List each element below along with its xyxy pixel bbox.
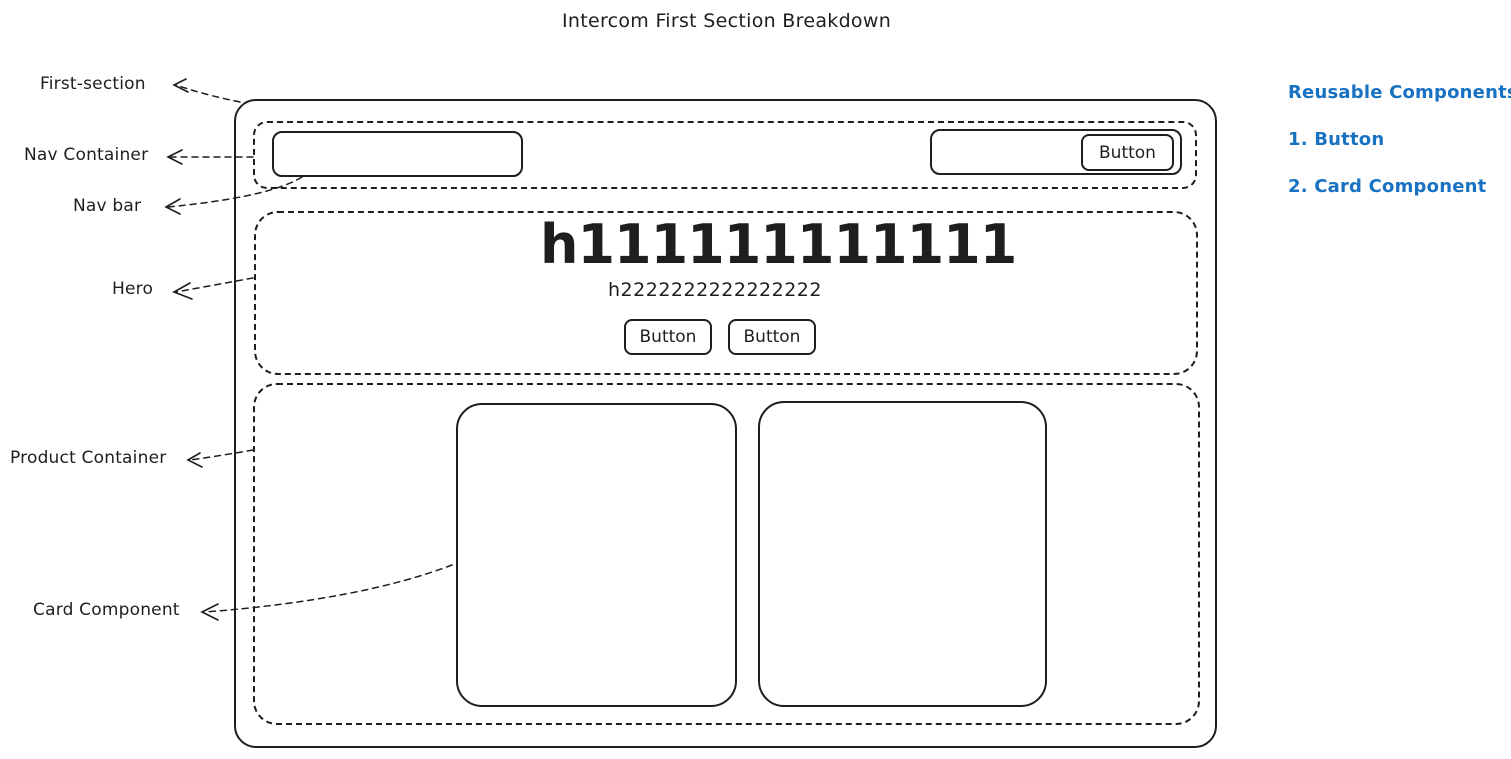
nav-bar-left-box xyxy=(272,131,523,177)
first-section-frame xyxy=(234,99,1217,748)
arrowhead-first-section xyxy=(172,78,189,93)
label-product-container: Product Container xyxy=(10,448,167,468)
diagram-title: Intercom First Section Breakdown xyxy=(561,10,892,32)
arrow-nav-bar xyxy=(167,176,303,208)
arrow-product-container xyxy=(189,449,254,461)
reusable-item-card: 2. Card Component xyxy=(1288,176,1487,197)
arrowhead-nav-bar xyxy=(164,198,181,215)
hero-heading-h2: h2222222222222222 xyxy=(608,279,822,301)
reusable-item-button: 1. Button xyxy=(1288,129,1385,150)
hero-button-2[interactable]: Button xyxy=(728,319,816,355)
hero-heading-h1: h111111111111 xyxy=(540,213,1017,276)
product-container-box xyxy=(253,383,1200,725)
label-hero: Hero xyxy=(112,279,154,299)
label-card-component: Card Component xyxy=(33,600,180,620)
hero-box xyxy=(254,211,1198,375)
hero-button-1[interactable]: Button xyxy=(624,319,712,355)
reusable-components-title: Reusable Components: xyxy=(1288,82,1511,103)
arrow-card-component xyxy=(204,564,453,613)
card-component-1 xyxy=(456,403,737,707)
nav-container-box xyxy=(253,121,1197,189)
label-nav-container: Nav Container xyxy=(24,145,149,165)
arrow-hero xyxy=(175,277,254,293)
reusable-components-list: Reusable Components: 1. Button 2. Card C… xyxy=(1288,82,1511,197)
arrowhead-nav-container xyxy=(166,149,183,165)
arrowhead-hero xyxy=(172,282,193,300)
nav-bar-right-box xyxy=(930,129,1182,175)
arrowhead-product-container xyxy=(186,452,203,468)
arrowhead-card-component xyxy=(200,603,219,621)
card-component-2 xyxy=(758,401,1047,707)
arrow-first-section xyxy=(175,84,241,103)
label-first-section: First-section xyxy=(40,74,146,94)
nav-button[interactable]: Button xyxy=(1081,134,1174,171)
label-nav-bar: Nav bar xyxy=(73,196,142,216)
